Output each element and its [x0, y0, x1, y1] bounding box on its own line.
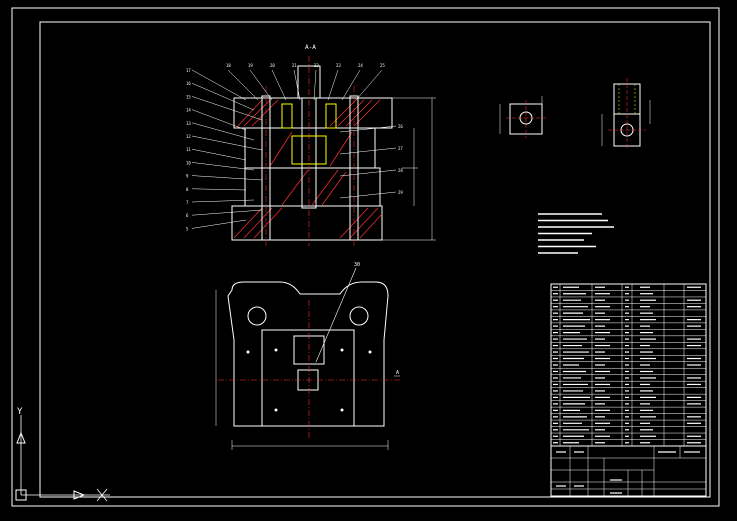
- leader-line: [227, 69, 259, 101]
- leader-number: 28: [398, 168, 403, 173]
- leader-line: [355, 69, 383, 101]
- inner-frame: [39, 21, 711, 498]
- leader-number: 23: [336, 63, 341, 68]
- ucs-origin-box: [15, 489, 27, 501]
- base-plate: [231, 205, 383, 241]
- leaders-left: 17 16 15 14 13 12 11 10 9 8 7 6 5: [186, 68, 263, 231]
- leader-number: 16: [186, 81, 191, 86]
- leader-line: [339, 169, 397, 177]
- leader-line: [191, 96, 263, 121]
- leader-number: 26: [398, 124, 403, 129]
- svg-text:A: A: [396, 370, 399, 376]
- leader-number: 22: [314, 63, 319, 68]
- title-block: [550, 445, 707, 497]
- leader-line: [293, 69, 301, 101]
- leader-number: 21: [292, 63, 297, 68]
- guide-hole-right: [349, 306, 369, 326]
- leader-number: 24: [358, 63, 363, 68]
- hatching: [233, 99, 383, 239]
- leader-number: 18: [226, 63, 231, 68]
- plan-view: 30 A: [215, 262, 400, 450]
- leader-line: [191, 188, 247, 191]
- leader-line: [339, 147, 397, 155]
- leader-line: [339, 191, 397, 199]
- leader-line: [191, 122, 255, 141]
- leader-line: [191, 209, 263, 216]
- leader-number: 17: [186, 68, 191, 73]
- outer-frame: [11, 7, 720, 507]
- leader-number: 10: [186, 160, 191, 165]
- leader-line: [191, 199, 255, 203]
- section-view: A-A: [231, 44, 436, 246]
- leader-number: 25: [380, 63, 385, 68]
- upper-plate: [233, 97, 393, 129]
- leader-line: [341, 69, 361, 101]
- plan-leader: [315, 267, 357, 363]
- leader-line: [249, 69, 273, 101]
- ucs-icon: Y: [15, 407, 110, 502]
- plan-outline: [227, 281, 389, 427]
- y-axis-arrow-icon: [16, 431, 26, 444]
- leader-line: [191, 135, 263, 151]
- leader-number: 29: [398, 190, 403, 195]
- die-plate: [244, 127, 376, 169]
- leader-number: 13: [186, 121, 191, 126]
- leader-line: [191, 162, 255, 171]
- leader-line: [191, 148, 247, 161]
- leader-line: [191, 69, 247, 101]
- technical-notes: [538, 213, 614, 254]
- leader-number: 12: [186, 134, 191, 139]
- leader-number: 11: [186, 147, 191, 152]
- leader-line: [191, 82, 255, 111]
- section-label: A-A: [305, 44, 316, 51]
- leader-line: [191, 219, 247, 229]
- leader-line: [191, 109, 247, 131]
- leaders-top: 18 19 20 21 22 23 24 25: [226, 63, 385, 101]
- leader-number: 5: [186, 226, 189, 231]
- leader-number: 27: [398, 146, 403, 151]
- die-outline: [261, 329, 355, 427]
- bom-table: [550, 283, 707, 447]
- part-view-1: [499, 96, 546, 138]
- guide-hole-left: [247, 306, 267, 326]
- leader-number: 9: [186, 174, 189, 179]
- leader-number: 19: [248, 63, 253, 68]
- leader-line: [313, 69, 317, 101]
- leader-number: 14: [186, 108, 191, 113]
- leader-number: 7: [186, 200, 189, 205]
- part-view-2: [601, 78, 651, 150]
- svg-text:30: 30: [354, 262, 360, 268]
- leader-line: [191, 175, 263, 181]
- leader-number: 20: [270, 63, 275, 68]
- y-axis-label: Y: [17, 407, 23, 417]
- leader-line: [271, 69, 287, 101]
- leader-line: [339, 125, 397, 133]
- leaders-right: 26 27 28 29: [339, 124, 403, 199]
- x-axis-arrow-icon: [73, 490, 86, 500]
- leader-number: 8: [186, 187, 189, 192]
- leader-number: 15: [186, 94, 191, 99]
- leader-line: [327, 69, 339, 101]
- leader-number: 6: [186, 213, 189, 218]
